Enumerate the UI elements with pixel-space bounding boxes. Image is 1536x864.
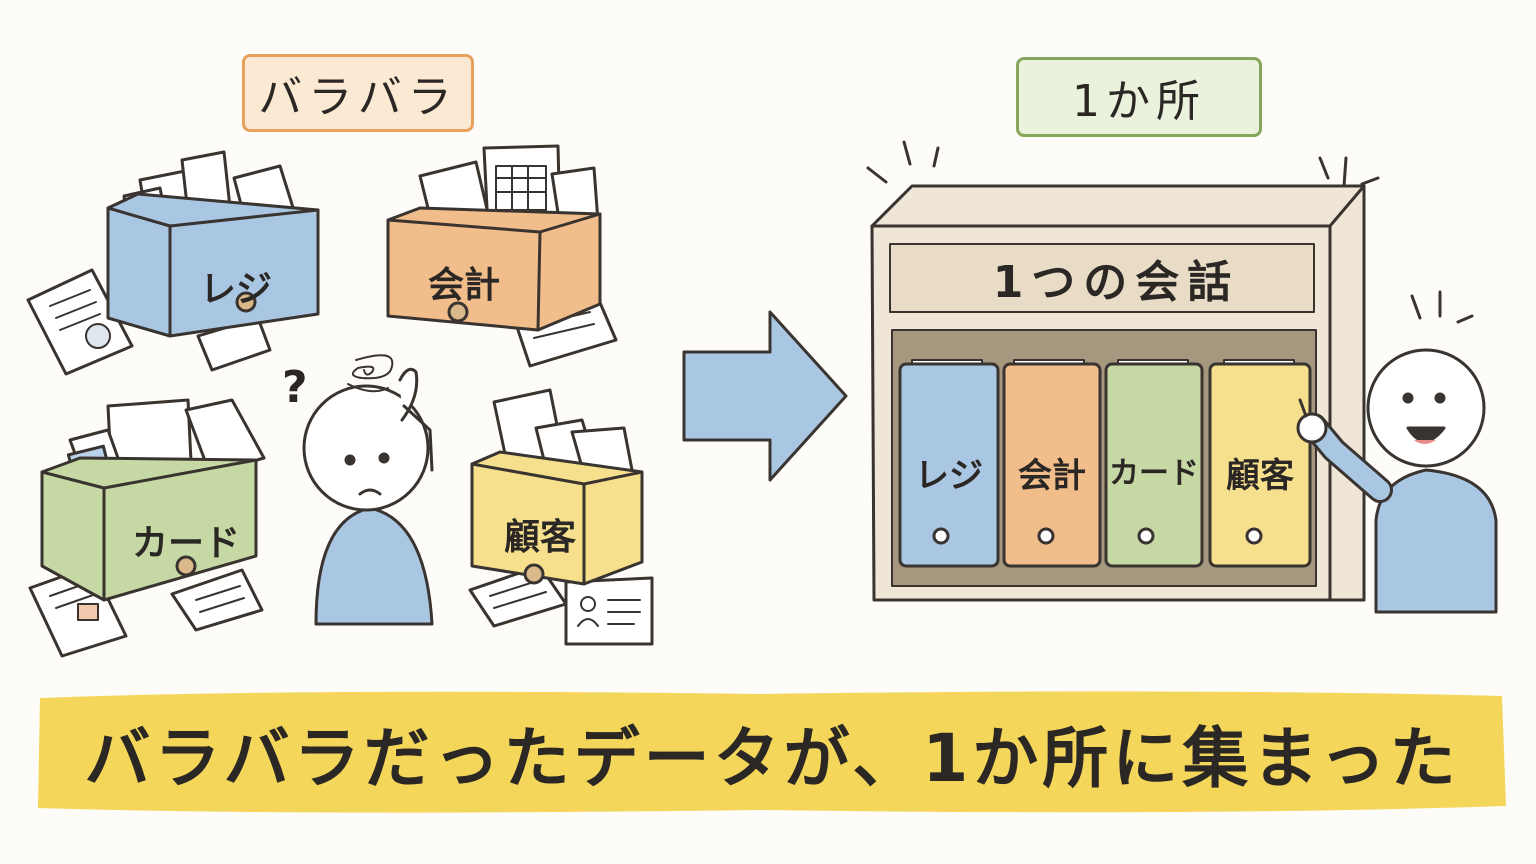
big-arrow	[682, 310, 848, 482]
dizzy-swirl	[351, 354, 394, 380]
binder-reji	[898, 359, 1000, 568]
binder-label-reji: レジ	[915, 456, 983, 496]
binder-label-kokyaku: 顧客	[1226, 456, 1294, 496]
question-mark: ?	[282, 362, 308, 413]
one-place-tag-label: 1か所	[1072, 76, 1206, 127]
excitement-marks	[866, 140, 1474, 324]
one-place-tag: 1か所	[1016, 57, 1262, 137]
scattered-tag-label: バラバラ	[258, 72, 458, 123]
box-kaikei	[386, 144, 602, 332]
scattered-tag: バラバラ	[242, 54, 474, 132]
caption: バラバラだったデータが、1か所に集まった	[84, 720, 1460, 797]
box-label-kokyaku: 顧客	[503, 517, 576, 558]
box-reji	[106, 150, 320, 338]
happy-person	[1296, 348, 1498, 614]
box-label-card: カード	[131, 523, 240, 564]
binder-label-card: カード	[1109, 456, 1199, 491]
box-kokyaku	[470, 388, 644, 586]
box-label-kaikei: 会計	[427, 265, 500, 306]
binder-kaikei	[1002, 359, 1102, 568]
box-card	[40, 398, 266, 602]
binder-card	[1104, 359, 1204, 568]
binder-label-kaikei: 会計	[1018, 456, 1086, 496]
confused-person	[302, 354, 434, 626]
caption-band	[38, 691, 1506, 813]
box-label-reji: レジ	[199, 269, 272, 310]
shelf-title: 1つの会話	[992, 257, 1240, 308]
binder-kokyaku	[1208, 359, 1312, 568]
